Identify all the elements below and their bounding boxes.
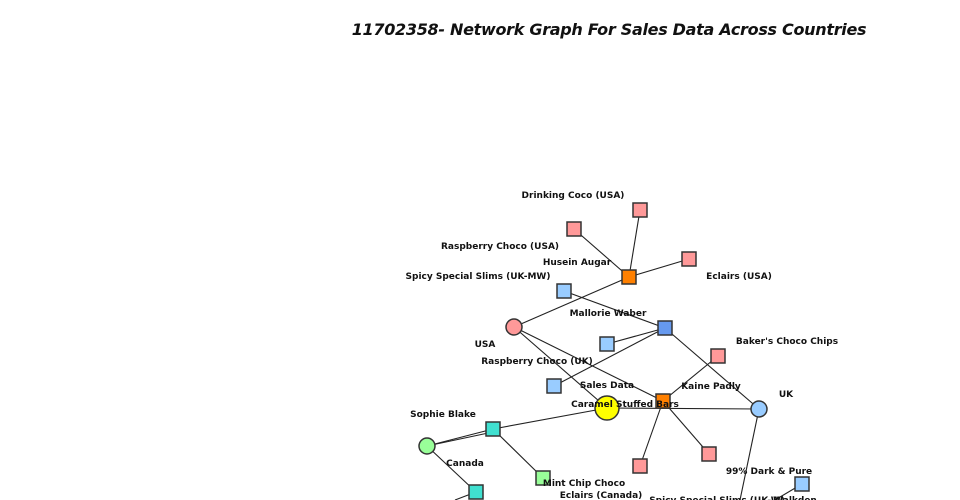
- node-mallorie[interactable]: [657, 320, 673, 336]
- label-spicymw: Spicy Special Slims (UK-MW): [406, 272, 551, 282]
- edge-canada-sophie-2: [426, 431, 494, 447]
- node-pink1[interactable]: [632, 458, 648, 474]
- label-sophie: Sophie Blake: [410, 410, 476, 420]
- edge-mallorie-raspuk: [553, 327, 666, 387]
- node-sophie[interactable]: [485, 421, 501, 437]
- edge-sales-sophie: [492, 407, 608, 430]
- node-raspuk[interactable]: [546, 378, 562, 394]
- node-uk[interactable]: [750, 400, 768, 418]
- edge-canada-teal2: [426, 445, 477, 493]
- node-spicymw[interactable]: [556, 283, 572, 299]
- edge-husein-eclusa: [628, 258, 690, 278]
- edge-mallorie-uk: [664, 327, 760, 410]
- label-mint: Mint Chip Choco: [543, 479, 625, 489]
- edge-mallorie-bluesq: [606, 327, 666, 345]
- node-kaine[interactable]: [655, 393, 671, 409]
- node-baker[interactable]: [710, 348, 726, 364]
- edge-usa-sales: [513, 326, 608, 409]
- node-mint[interactable]: [535, 470, 551, 486]
- node-bluesq[interactable]: [599, 336, 615, 352]
- label-caramel: Caramel Stuffed Bars: [571, 400, 679, 410]
- label-eclcan: Eclairs (Canada): [560, 491, 643, 500]
- label-uk: UK: [779, 390, 794, 400]
- label-spicyw: Spicy Special Slims (UK-W): [649, 496, 785, 500]
- node-usa[interactable]: [505, 318, 523, 336]
- node-raspusa[interactable]: [566, 221, 582, 237]
- edge-husein-drink: [628, 209, 641, 278]
- node-sales[interactable]: [594, 395, 620, 421]
- node-husein[interactable]: [621, 269, 637, 285]
- label-canada: Canada: [446, 459, 484, 469]
- edge-kaine-pink1: [639, 400, 664, 467]
- edge-sales-uk: [606, 407, 760, 410]
- edge-usa-kaine: [513, 326, 664, 402]
- label-husein: Husein Augar: [543, 258, 612, 268]
- label-raspuk: Raspberry Choco (UK): [481, 357, 593, 367]
- node-eclusa[interactable]: [681, 251, 697, 267]
- edge-usa-husein: [513, 276, 630, 328]
- chart-title: 11702358- Network Graph For Sales Data A…: [351, 20, 867, 39]
- label-baker: Baker's Choco Chips: [736, 337, 838, 347]
- edge-uk-spicyw: [739, 408, 760, 500]
- edge-kaine-pink2: [662, 400, 710, 455]
- edge-husein-raspusa: [573, 228, 630, 278]
- node-drink[interactable]: [632, 202, 648, 218]
- node-canada[interactable]: [418, 437, 436, 455]
- edge-spicymw-mallorie: [563, 290, 666, 329]
- edge-kaine-baker: [662, 355, 719, 402]
- node-pink2[interactable]: [701, 446, 717, 462]
- label-usa: USA: [475, 340, 496, 350]
- node-teal2[interactable]: [468, 484, 484, 500]
- label-kaine: Kaine Padly: [681, 382, 741, 392]
- label-mallorie: Mallorie Waber: [570, 309, 647, 319]
- label-eclusa: Eclairs (USA): [706, 272, 772, 282]
- label-raspusa: Raspberry Choco (USA): [441, 242, 559, 252]
- label-walkden: Walkden: [773, 496, 817, 500]
- label-dark: 99% Dark & Pure: [726, 467, 812, 477]
- label-sales: Sales Data: [580, 381, 634, 391]
- edge-sophie-mint: [492, 428, 544, 479]
- node-dark[interactable]: [794, 476, 810, 492]
- label-drink: Drinking Coco (USA): [522, 191, 625, 201]
